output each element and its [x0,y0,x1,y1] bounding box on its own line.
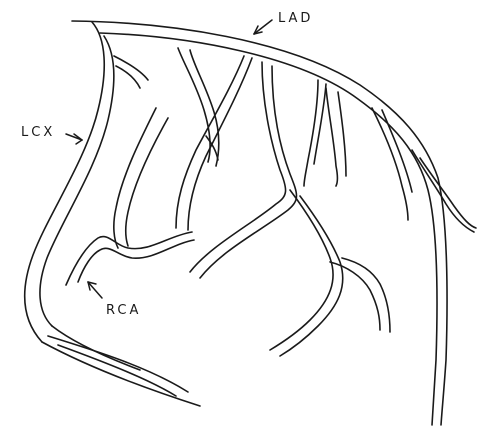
lad-trunk [72,21,447,425]
diagonal-branch-1 [178,48,219,166]
central-branch [176,56,252,230]
right-branches [304,80,476,232]
lower-branches [42,326,200,406]
lad-label: LAD [278,12,313,25]
inner-left-branch [114,56,168,248]
rca-label: RCA [106,304,141,317]
rca-arrow [88,282,102,298]
rca-vessel [66,232,194,285]
lcx-arrow [66,134,82,144]
lcx-label: LCX [21,126,55,139]
lcx-vessel [25,22,114,342]
lad-arrow [254,20,272,34]
